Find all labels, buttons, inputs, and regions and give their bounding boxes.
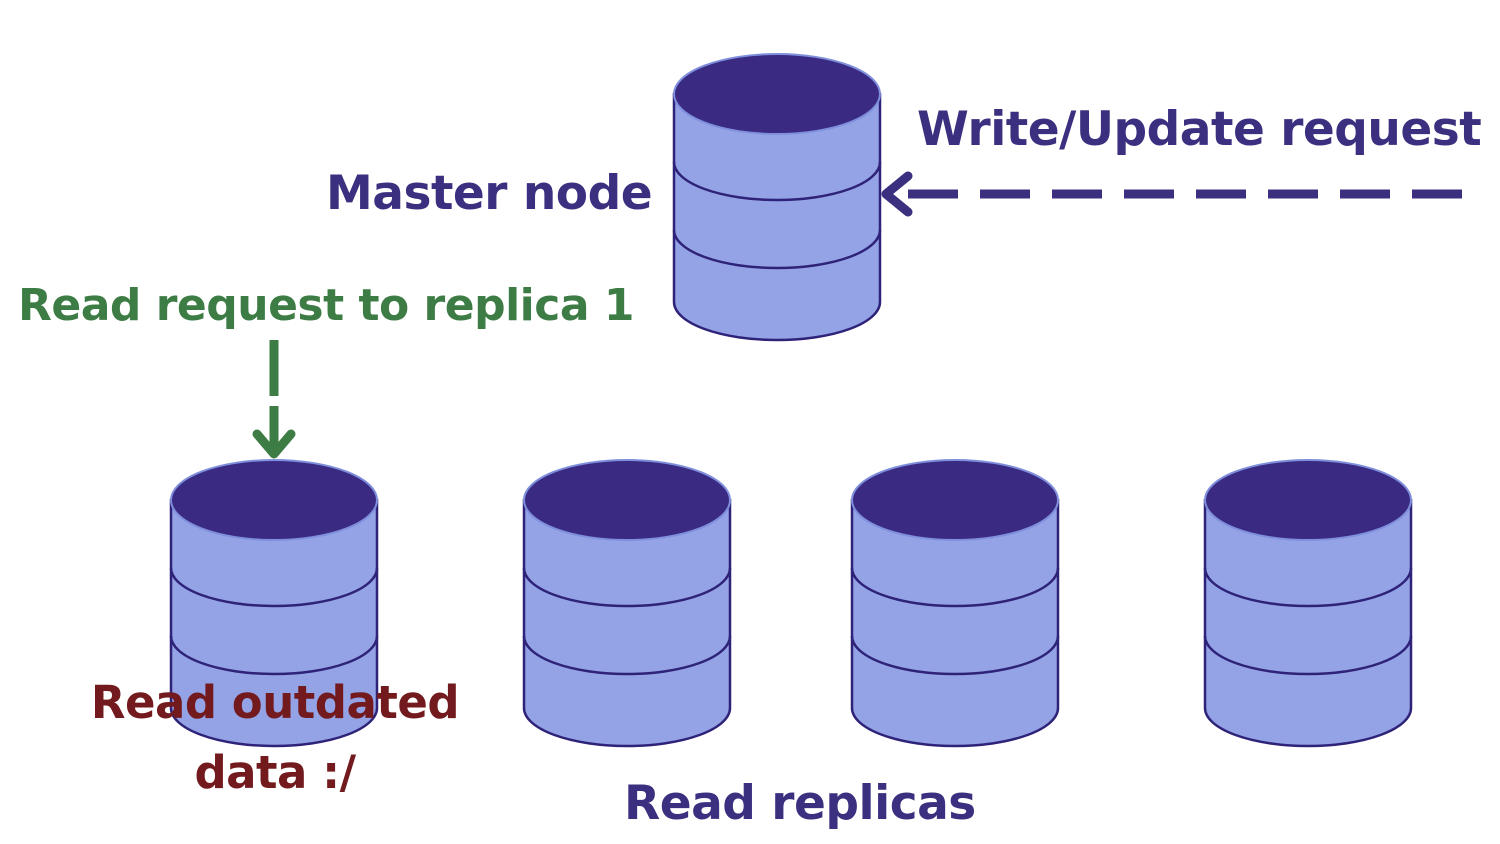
master-database-icon [672,52,882,342]
read-request-arrow [252,340,296,459]
read-replicas-label: Read replicas [624,776,976,831]
read-outdated-data-label: Read outdated data :/ [90,676,460,799]
replica-2-database-icon [522,458,732,748]
master-node-label: Master node [326,166,653,221]
write-update-request-label: Write/Update request [917,102,1482,157]
read-request-label: Read request to replica 1 [18,280,634,331]
replica-4-database-icon [1203,458,1413,748]
replica-3-database-icon [850,458,1060,748]
write-request-arrow [881,171,1462,217]
